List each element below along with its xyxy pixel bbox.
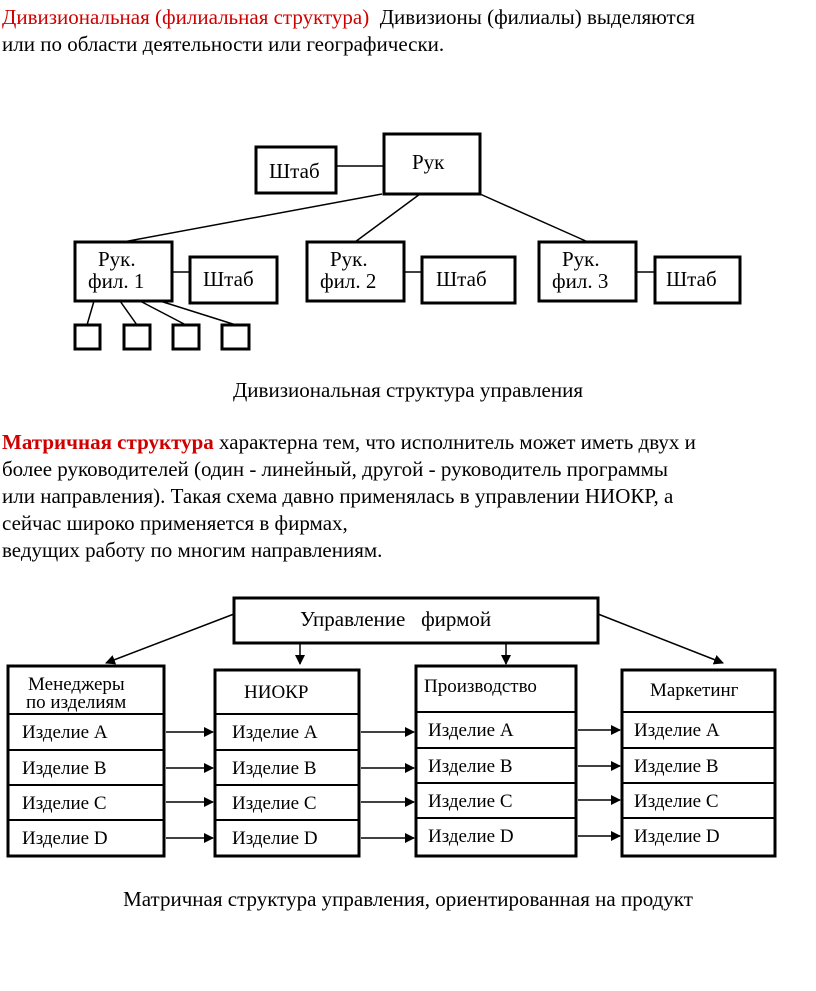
branch-1-staff-box <box>188 255 279 305</box>
branch-1-staff-label: Штаб <box>203 267 254 291</box>
column-managers: Менеджеры по изделиям Изделие А Изделие … <box>6 664 166 858</box>
column-header: по изделиям <box>26 692 126 713</box>
product-cell: Изделие С <box>634 791 719 812</box>
product-cell: Изделие D <box>634 826 720 847</box>
branch-1-box <box>73 240 174 303</box>
column-header: Производство <box>424 676 537 697</box>
product-cell: Изделие А <box>634 720 720 741</box>
connector-sub-3 <box>139 300 187 326</box>
matrix-caption: Матричная структура управления, ориентир… <box>123 887 693 911</box>
branch-2-label-1: Рук. <box>330 247 368 271</box>
product-cell: Изделие D <box>22 828 108 849</box>
matrix-line3: или направления). Такая схема давно прим… <box>2 484 674 508</box>
product-cell: Изделие D <box>232 828 318 849</box>
sub-unit-box <box>220 323 251 351</box>
sub-unit-box <box>171 323 201 351</box>
product-cell: Изделие С <box>22 793 107 814</box>
arrow-to-marketing <box>597 613 724 665</box>
product-cell: Изделие D <box>428 826 514 847</box>
product-cell: Изделие А <box>428 720 514 741</box>
matrix-line5: ведущих работу по многим направлениям. <box>2 538 383 562</box>
branch-3-label-1: Рук. <box>562 247 600 271</box>
intro-text-line2: или по области деятельности или географи… <box>2 32 445 56</box>
product-cell: Изделие В <box>428 756 513 777</box>
product-cell: Изделие А <box>22 722 108 743</box>
column-header: Маркетинг <box>650 680 739 701</box>
matrix-line4: сейчас широко применяется в фирмах, <box>2 511 348 535</box>
branch-2-staff-label: Штаб <box>436 267 487 291</box>
branch-2-label-2: фил. 2 <box>320 269 376 293</box>
matrix-paragraph: Матричная структура характерна тем, что … <box>2 429 814 564</box>
connector-branch-2 <box>354 193 421 243</box>
branch-3-staff-box <box>653 255 742 305</box>
divisional-caption: Дивизиональная структура управления <box>232 378 584 402</box>
column-marketing: Маркетинг Изделие А Изделие В Изделие С … <box>620 668 777 858</box>
branch-2-staff-box <box>420 255 517 305</box>
divisional-connectors <box>86 165 655 326</box>
firm-management-label: Управление фирмой <box>300 607 491 631</box>
matrix-line2: более руководителей (один - линейный, др… <box>2 457 669 481</box>
intro-paragraph: Дивизиональная (филиальная структура) Ди… <box>2 4 814 58</box>
intro-term: Дивизиональная (филиальная структура) <box>2 5 370 29</box>
branch-1-label-1: Рук. <box>98 247 136 271</box>
column-production: Производство Изделие А Изделие В Изделие… <box>414 664 578 858</box>
product-cell: Изделие В <box>232 758 317 779</box>
top-staff-label: Штаб <box>269 159 320 183</box>
connector-branch-3 <box>479 193 589 243</box>
branch-3-label-2: фил. 3 <box>552 269 608 293</box>
connector-sub-4 <box>159 300 237 326</box>
sub-unit-box <box>73 323 102 351</box>
product-cell: Изделие С <box>428 791 513 812</box>
product-cell: Изделие В <box>22 758 107 779</box>
product-cell: Изделие С <box>232 793 317 814</box>
connector-sub-1 <box>86 300 95 326</box>
connector-branch-1 <box>122 193 383 243</box>
product-cell: Изделие В <box>634 756 719 777</box>
firm-management-box <box>232 596 600 645</box>
column-header: НИОКР <box>244 682 308 703</box>
arrow-to-managers <box>105 613 235 665</box>
branch-3-box <box>537 240 638 303</box>
top-manager-box <box>382 132 482 196</box>
top-staff-box <box>254 145 338 195</box>
product-cell: Изделие А <box>232 722 318 743</box>
column-header: Менеджеры <box>28 674 125 695</box>
connector-sub-2 <box>119 300 138 326</box>
intro-text-line1: Дивизионы (филиалы) выделяются <box>379 5 695 29</box>
branch-1-label-2: фил. 1 <box>88 269 144 293</box>
branch-2-box <box>305 240 406 303</box>
matrix-line1: характерна тем, что исполнитель может им… <box>219 430 696 454</box>
column-niokr: НИОКР Изделие А Изделие В Изделие С Изде… <box>213 668 361 858</box>
branch-3-staff-label: Штаб <box>666 267 717 291</box>
row-arrows <box>166 725 621 843</box>
top-manager-label: Рук <box>412 150 445 174</box>
sub-unit-box <box>122 323 152 351</box>
matrix-term: Матричная структура <box>2 430 214 454</box>
